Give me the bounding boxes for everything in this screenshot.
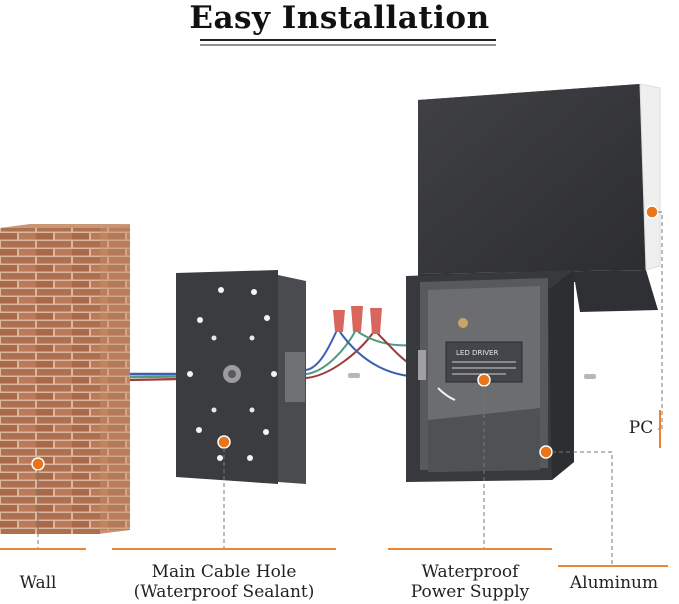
aluminum-marker bbox=[539, 445, 553, 459]
label-underlines bbox=[0, 410, 668, 567]
pc-label: PC bbox=[628, 418, 654, 438]
cable-hole-label-line1: Main Cable Hole bbox=[151, 562, 297, 582]
cable-hole-marker bbox=[217, 435, 231, 449]
cable-hole-label-line2: (Waterproof Sealant) bbox=[133, 582, 315, 602]
pc-marker bbox=[645, 205, 659, 219]
power-supply-label-line2: Power Supply bbox=[410, 582, 530, 602]
callout-markers bbox=[31, 205, 659, 471]
page-title: Easy Installation bbox=[189, 0, 490, 36]
lamp-top-panel bbox=[418, 83, 661, 312]
leader-lines bbox=[37, 211, 663, 565]
mounting-plate bbox=[176, 270, 306, 484]
brick-wall bbox=[0, 224, 130, 534]
driver-label: LED DRIVER bbox=[456, 349, 498, 357]
wall-label: Wall bbox=[19, 573, 57, 593]
wire-nuts bbox=[333, 306, 382, 334]
power-supply-marker bbox=[477, 373, 491, 387]
aluminum-label: Aluminum bbox=[569, 573, 659, 593]
power-supply-label-line1: Waterproof bbox=[421, 562, 519, 582]
screws bbox=[348, 373, 596, 379]
wall-marker bbox=[31, 457, 45, 471]
